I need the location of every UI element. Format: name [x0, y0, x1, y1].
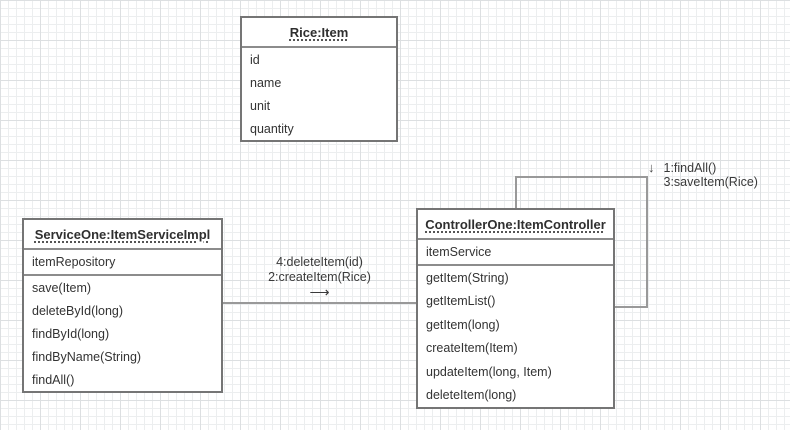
method-row-findbyid: findById(long): [32, 326, 110, 341]
attribute-row-id: id: [250, 52, 260, 67]
class-title-text: ServiceOne:ItemServiceImpl: [34, 226, 211, 242]
method-row-save: save(Item): [32, 280, 92, 295]
connector-message-labels: 4:deleteItem(id) 2:createItem(Rice): [223, 255, 416, 284]
self-loop-left-segment[interactable]: [515, 176, 517, 208]
self-loop-message-labels: ↓ 1:findAll() 3:saveItem(Rice): [648, 160, 758, 190]
method-row-createitem: createItem(Item): [426, 341, 518, 356]
method-row-updateitem: updateItem(long, Item): [426, 364, 552, 379]
self-loop-message-text: 1:findAll() 3:saveItem(Rice): [664, 161, 758, 189]
class-title-serviceone: ServiceOne:ItemServiceImpl: [24, 220, 221, 250]
self-loop-bottom-segment[interactable]: [615, 306, 648, 308]
down-arrow-icon: ↓: [648, 160, 655, 175]
right-arrow-icon: ⟶: [309, 284, 330, 300]
attribute-row-name: name: [250, 75, 282, 90]
message-deleteitem: 4:deleteItem(id): [276, 255, 363, 269]
class-title-controllerone: ControllerOne:ItemController: [418, 210, 613, 240]
method-row-findall: findAll(): [32, 372, 75, 387]
class-box-rice-item[interactable]: Rice:Item id name unit quantity: [240, 16, 398, 142]
attribute-row-quantity: quantity: [250, 121, 294, 136]
method-row-getitemlist: getItemList(): [426, 294, 496, 309]
class-box-controllerone[interactable]: ControllerOne:ItemController itemService…: [416, 208, 615, 409]
method-row-getitem-long: getItem(long): [426, 317, 500, 332]
message-saveitem: 3:saveItem(Rice): [663, 175, 758, 189]
class-title-text: ControllerOne:ItemController: [425, 216, 606, 232]
method-row-deletebyid: deleteById(long): [32, 303, 124, 318]
class-box-serviceone[interactable]: ServiceOne:ItemServiceImpl itemRepositor…: [22, 218, 223, 393]
class-title-text: Rice:Item: [289, 24, 349, 40]
message-createitem: 2:createItem(Rice): [268, 269, 371, 284]
method-row-findbyname: findByName(String): [32, 349, 142, 364]
self-loop-right-segment[interactable]: [646, 176, 648, 308]
self-loop-top-segment[interactable]: [515, 176, 648, 178]
method-row-getitem-string: getItem(String): [426, 270, 509, 285]
attribute-row-itemservice: itemService: [418, 240, 613, 266]
class-title-rice-item: Rice:Item: [242, 18, 396, 48]
method-row-deleteitem: deleteItem(long): [426, 388, 517, 403]
connector-service-controller[interactable]: [223, 302, 416, 304]
message-findall: 1:findAll(): [663, 161, 717, 175]
attribute-row-itemrepository: itemRepository: [24, 250, 221, 276]
attribute-row-unit: unit: [250, 98, 271, 113]
